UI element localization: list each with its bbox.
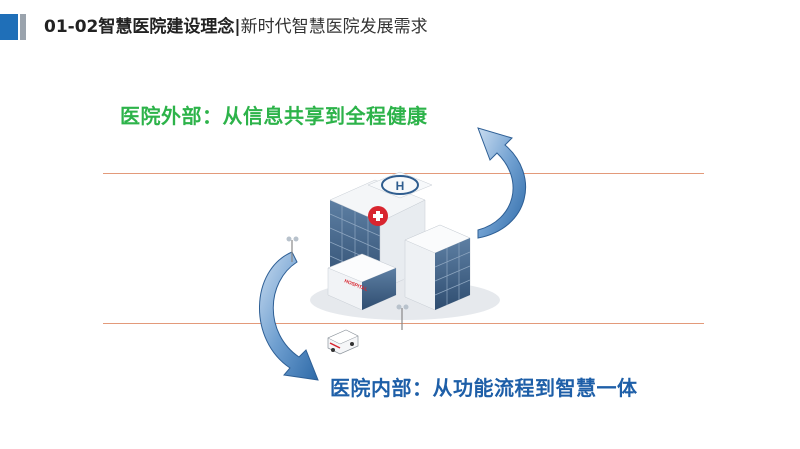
ambulance-icon	[327, 329, 359, 355]
caption-external: 医院外部：从信息共享到全程健康	[120, 104, 428, 128]
helipad-icon	[381, 175, 419, 195]
arrow-down-icon	[259, 251, 319, 381]
red-cross-icon	[368, 206, 388, 226]
helipad-letter: H	[396, 179, 405, 193]
street-lamp-icon	[286, 236, 299, 262]
caption-internal: 医院内部：从功能流程到智慧一体	[330, 376, 638, 400]
divider-line-bottom	[103, 323, 704, 324]
header-accent-bar	[0, 14, 26, 40]
street-lamp-icon	[396, 304, 409, 330]
page-title-subtitle: 新时代智慧医院发展需求	[240, 17, 428, 37]
page-title: 01-02智慧医院建设理念|新时代智慧医院发展需求	[44, 14, 428, 40]
arrow-up-icon	[477, 127, 527, 239]
page-title-section: 01-02智慧医院建设理念|	[44, 17, 241, 37]
